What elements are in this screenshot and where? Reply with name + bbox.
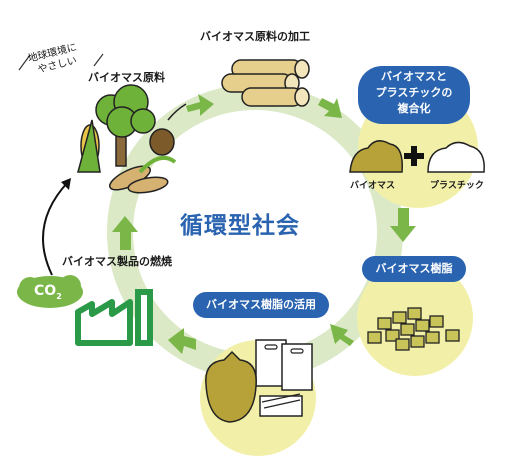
- plastic-caption: プラスチック: [430, 181, 484, 191]
- processing-label: バイオマス原料の加工: [200, 30, 310, 43]
- co2-cloud-icon: [17, 275, 83, 308]
- tagline-slash-right: [93, 53, 104, 67]
- arrow-use-to-burning: [168, 328, 196, 354]
- arrow-burning-to-raw: [112, 216, 138, 250]
- bioplastic-products-icon: [205, 339, 313, 423]
- biomass-raw-icon: [77, 84, 187, 194]
- plastic-pile-icon: [427, 141, 485, 173]
- wood-logs-icon: [221, 59, 310, 107]
- co2-label: CO2: [34, 283, 62, 301]
- composite-line3: 複合化: [397, 102, 431, 115]
- tagline-slash-left: [18, 54, 31, 71]
- composite-line1: バイオマスと: [381, 70, 447, 83]
- use-bubble: バイオマス樹脂の活用: [193, 292, 329, 318]
- plus-icon: [404, 146, 424, 166]
- co2-subscript: 2: [56, 291, 62, 301]
- biomass-caption: バイオマス: [350, 181, 396, 191]
- arrow-resin-to-use: [330, 324, 354, 346]
- composite-line2: プラスチックの: [375, 86, 453, 99]
- co2-return-arrow-head: [61, 178, 71, 190]
- burning-label: バイオマス製品の燃焼: [62, 255, 172, 268]
- factory-icon: [75, 289, 153, 346]
- co2-base: CO: [34, 283, 57, 299]
- arrow-composite-to-resin: [390, 208, 416, 242]
- resin-pellets-icon: [367, 307, 460, 351]
- arrow-processing-to-composite: [318, 98, 342, 118]
- biomass-pile-icon: [349, 140, 403, 173]
- arrow-raw-to-processing: [186, 94, 214, 116]
- co2-return-arrow: [42, 181, 69, 276]
- composite-bubble: バイオマスと プラスチックの 複合化: [358, 66, 470, 124]
- biomass-raw-label: バイオマス原料: [88, 71, 165, 84]
- center-title: 循環型社会: [180, 213, 300, 239]
- resin-bubble: バイオマス樹脂: [362, 256, 466, 282]
